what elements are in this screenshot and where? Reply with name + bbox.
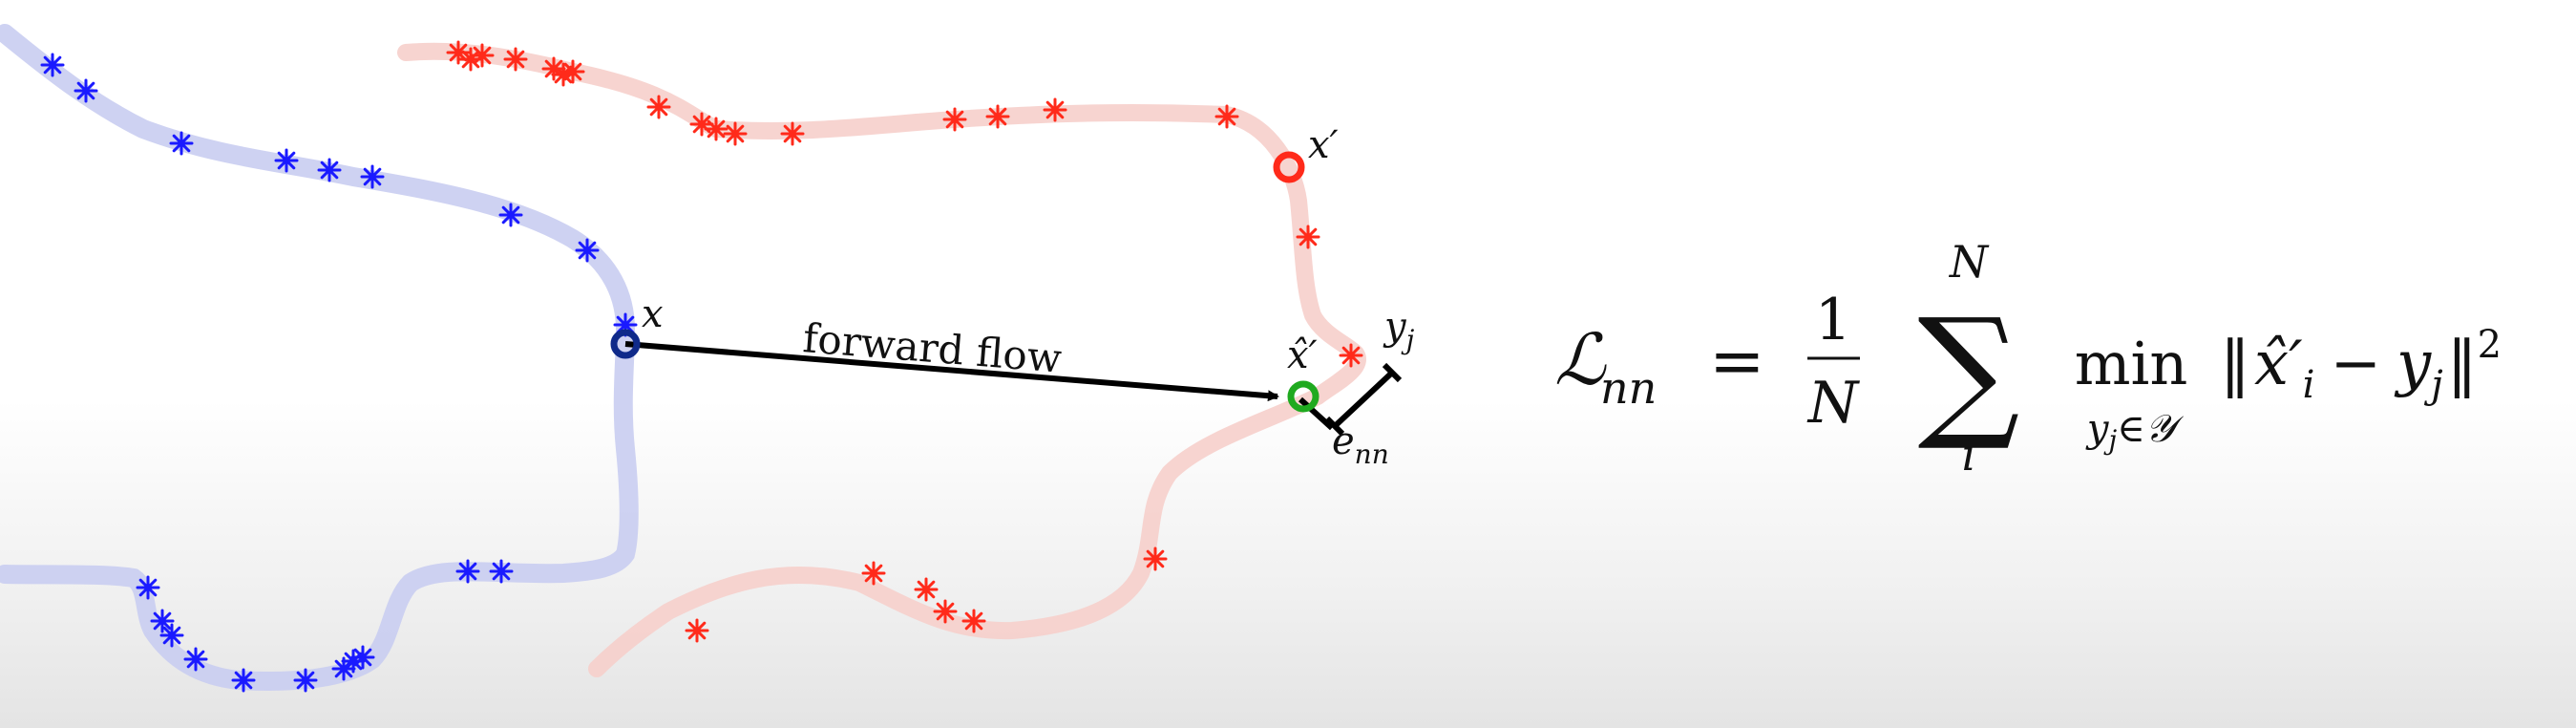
target-point-star: [1214, 104, 1239, 129]
target-point-label: x′: [1308, 123, 1339, 167]
target-point-star: [1043, 97, 1067, 122]
norm-x-hat: x̂′: [2254, 329, 2303, 399]
target-point-star: [1296, 225, 1320, 249]
target-point-star: [1143, 546, 1168, 571]
target-points: [446, 40, 1363, 643]
target-point-star: [551, 62, 576, 87]
sum-lower-limit: i: [1962, 429, 1976, 481]
error-label: enn: [1332, 419, 1389, 470]
source-point-star: [136, 575, 160, 600]
target-curve-trail: [397, 42, 1366, 677]
fraction-numerator: 1: [1815, 287, 1851, 353]
source-point-label: x: [642, 292, 664, 336]
source-point-star: [575, 238, 600, 263]
source-point-star: [498, 203, 523, 227]
source-point-star: [40, 53, 65, 77]
source-point-star: [489, 559, 514, 584]
error-main: e: [1332, 419, 1355, 463]
loss-symbol: ℒ: [1554, 319, 1607, 401]
target-point-star: [723, 121, 748, 146]
min-operator: min: [2075, 329, 2188, 398]
warped-point-label: x̂′: [1287, 333, 1318, 377]
source-point-star: [150, 609, 175, 633]
source-point-star: [613, 312, 638, 337]
target-point-star: [942, 107, 967, 132]
target-point-star: [689, 112, 714, 137]
source-curve-trail: [0, 24, 639, 691]
target-point-star: [503, 47, 528, 72]
norm-minus: −: [2330, 329, 2381, 399]
source-point-star: [317, 158, 342, 182]
norm-close: ‖: [2447, 329, 2478, 399]
error-bar: [1298, 362, 1403, 437]
source-point-star: [274, 148, 299, 173]
target-point-star: [704, 117, 728, 141]
target-point-star: [560, 59, 585, 84]
norm-y: y: [2394, 329, 2432, 399]
error-sub: nn: [1355, 439, 1389, 470]
source-point-star: [183, 647, 208, 672]
sum-upper-limit: N: [1949, 236, 1990, 288]
loss-subscript: nn: [1600, 362, 1657, 414]
source-point-star: [74, 78, 98, 103]
target-point-star: [914, 577, 939, 602]
forward-flow-label: forward flow: [801, 314, 1064, 382]
source-point-star: [169, 131, 194, 156]
nearest-neighbor-label: yj: [1383, 305, 1415, 355]
source-point-star: [360, 164, 385, 189]
min-sub-set: ∈𝒴: [2117, 407, 2185, 451]
nearest-neighbor-main: y: [1383, 305, 1407, 349]
source-point-star: [293, 668, 318, 693]
target-point-star: [780, 121, 805, 146]
target-point-star: [1339, 343, 1363, 368]
source-point-star: [350, 645, 375, 670]
source-point-star: [159, 623, 184, 648]
target-point-star: [985, 104, 1010, 129]
warped-point-marker: [1287, 380, 1320, 413]
equals-sign: =: [1709, 322, 1765, 400]
min-sub-y: y: [2085, 407, 2110, 451]
target-point-marker: [1273, 151, 1305, 183]
norm-x-hat-sub: i: [2303, 363, 2315, 407]
min-subscript: yj∈𝒴: [2085, 407, 2185, 456]
forward-flow-arrow: [624, 341, 1279, 402]
target-point-star: [961, 609, 986, 633]
norm-power: 2: [2478, 323, 2502, 367]
norm-open: ‖: [2220, 329, 2250, 399]
source-point-star: [231, 668, 256, 693]
target-point-star: [933, 599, 958, 624]
target-point-star: [685, 618, 709, 643]
target-point-star: [646, 95, 671, 119]
sum-symbol: ∑: [1917, 289, 2019, 455]
source-points: [40, 53, 638, 693]
loss-equation: ℒ nn = 1 N N ∑ i min yj∈𝒴 ‖x̂′i−yj‖2: [1554, 236, 2502, 481]
norm-expression: ‖x̂′i−yj‖2: [2220, 323, 2502, 407]
source-point-marker: [610, 329, 641, 359]
target-point-star: [861, 561, 886, 586]
source-point-star: [455, 559, 480, 584]
target-point-star: [470, 43, 495, 68]
fraction-denominator: N: [1806, 370, 1861, 437]
